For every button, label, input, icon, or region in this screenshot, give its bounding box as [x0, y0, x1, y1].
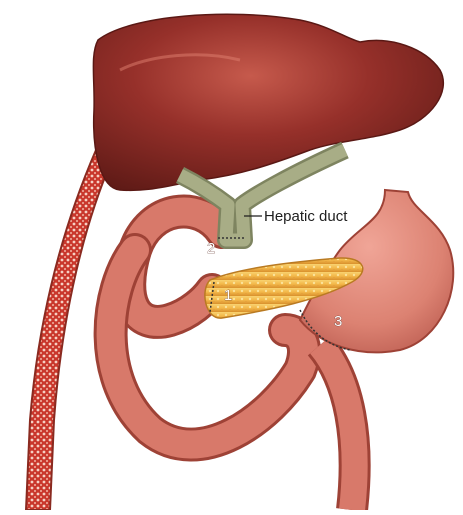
anastomosis-2-label: 2	[207, 240, 215, 257]
bowel-loop	[111, 211, 355, 510]
hepatic-duct-label: Hepatic duct	[264, 208, 348, 225]
liver	[93, 14, 443, 190]
anastomosis-3-label: 3	[334, 313, 342, 330]
anastomosis-1-label: 1	[224, 287, 232, 304]
